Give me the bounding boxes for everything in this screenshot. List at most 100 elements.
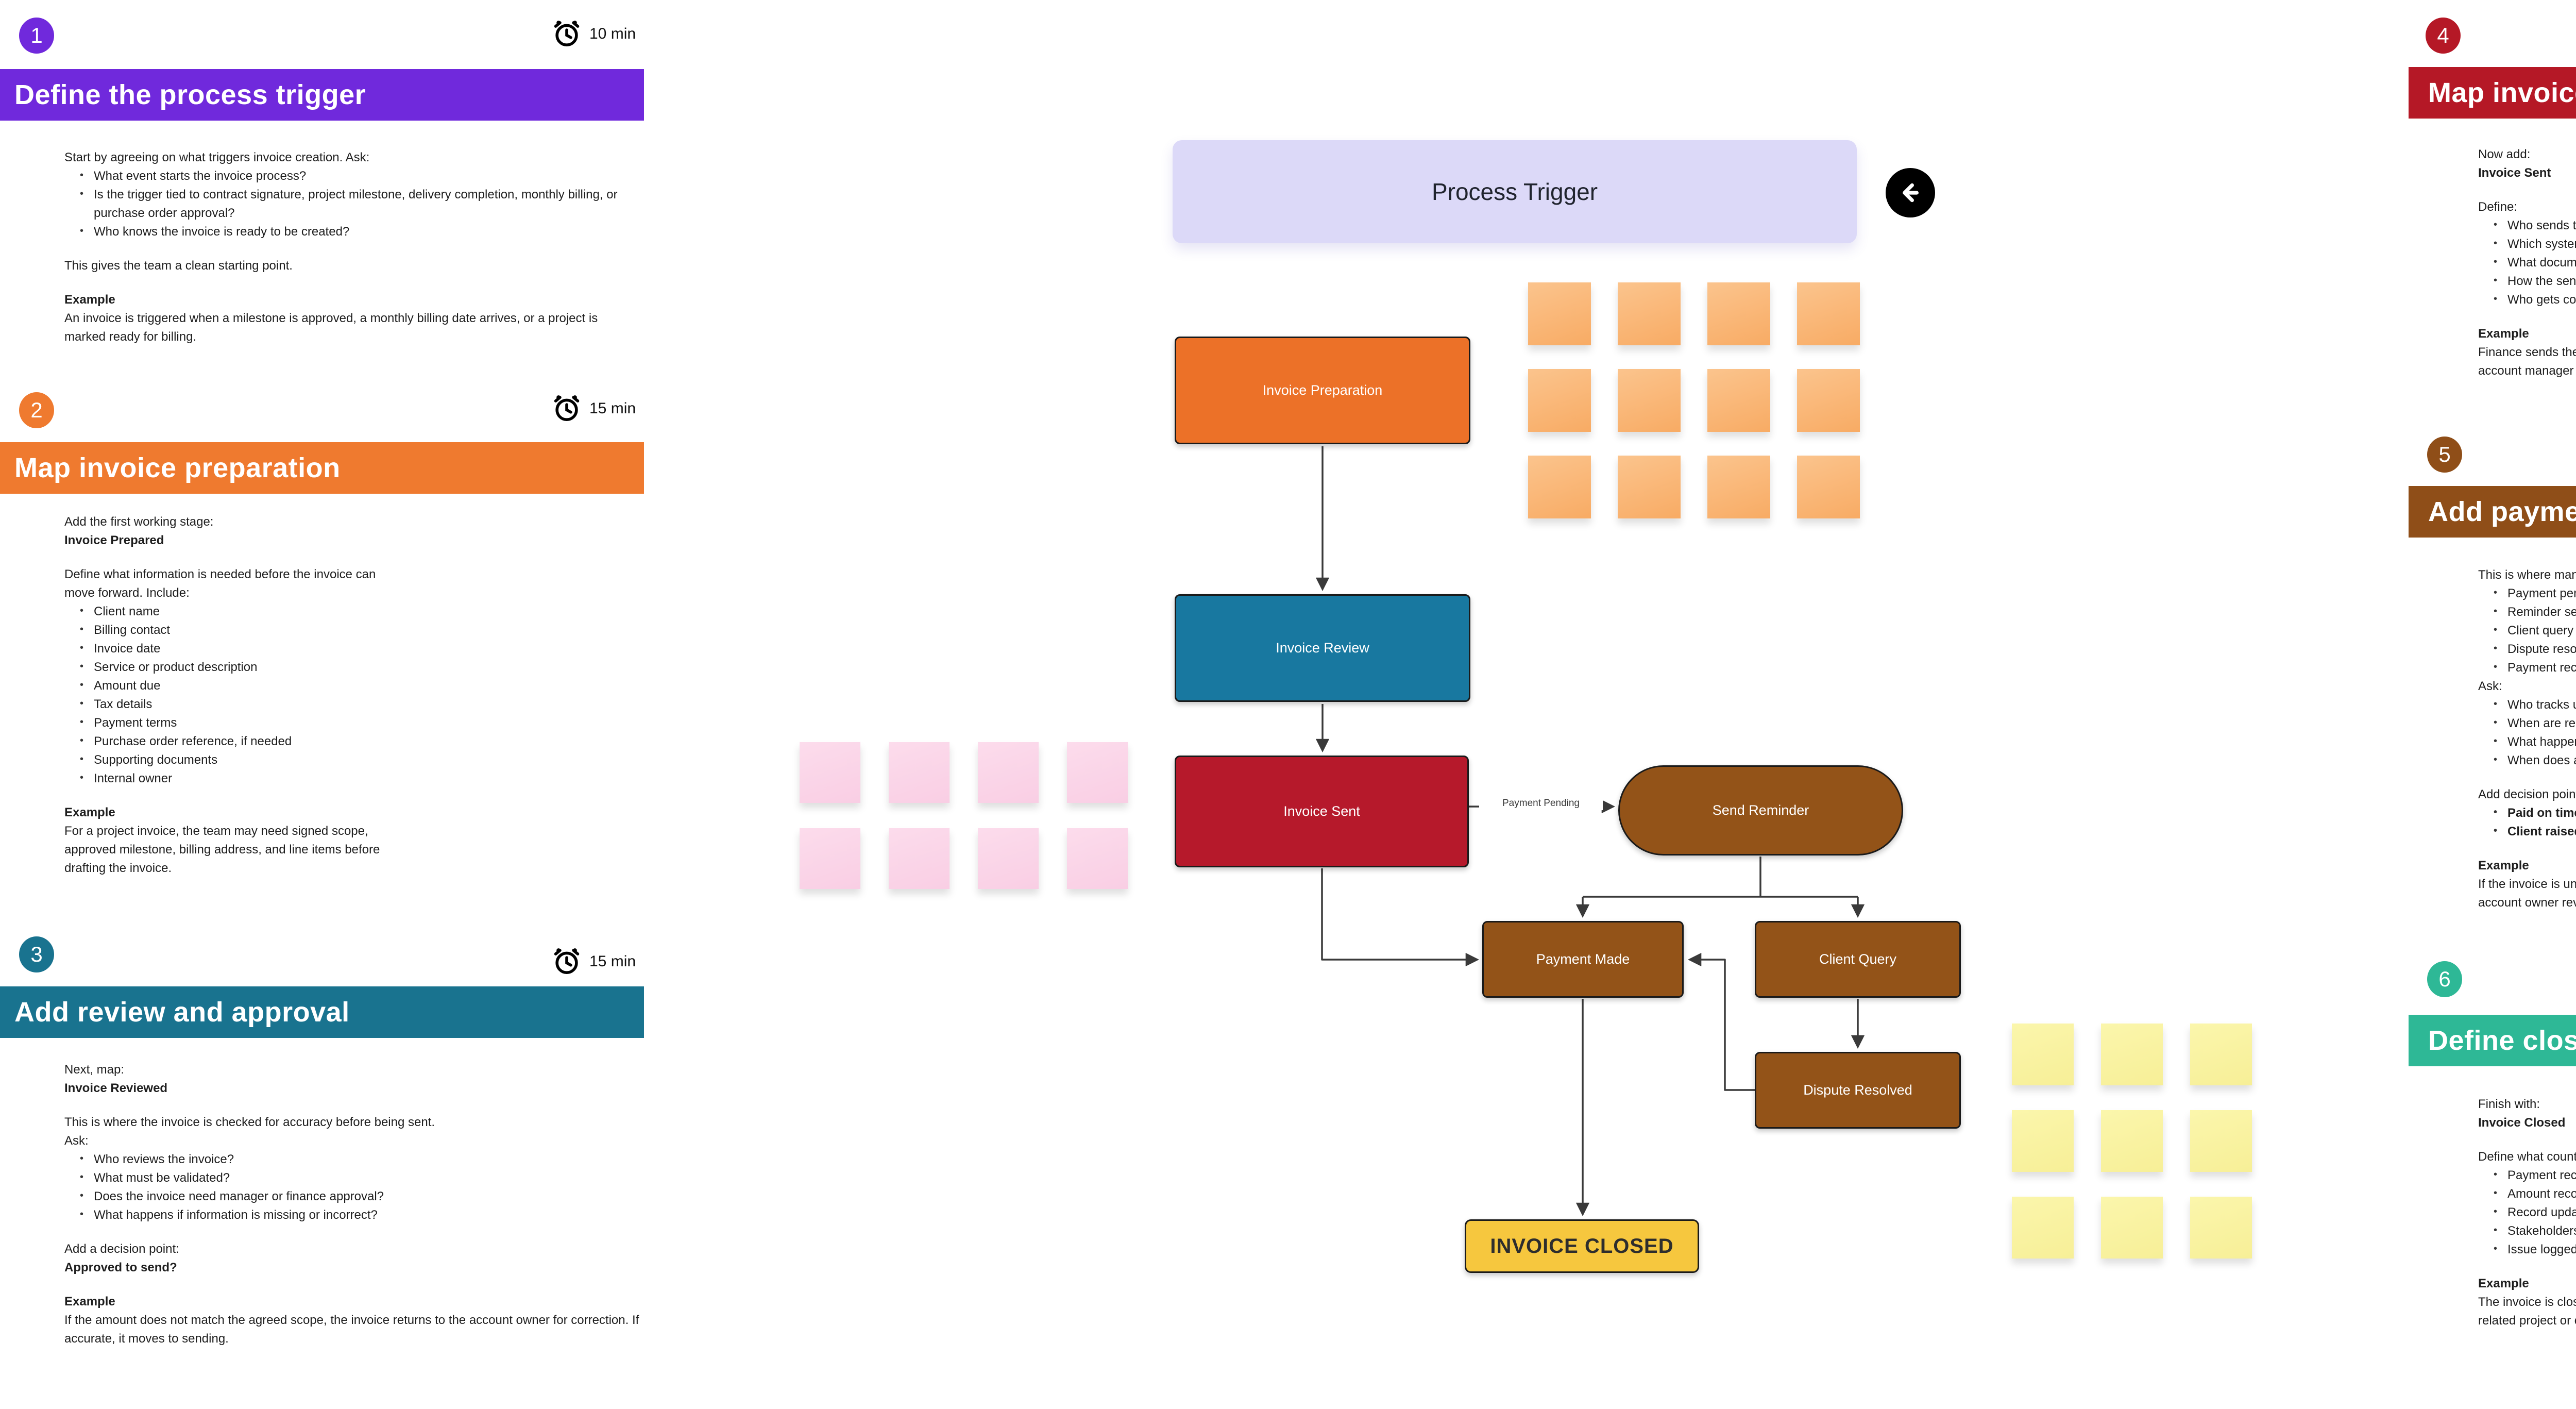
bullet-dot: • — [2494, 698, 2498, 710]
sticky-note[interactable] — [2012, 1110, 2074, 1172]
sticky-note[interactable] — [1067, 828, 1128, 889]
sticky-note[interactable] — [2012, 1024, 2074, 1085]
node-client-query[interactable]: Client Query — [1755, 921, 1961, 998]
node-send-reminder[interactable]: Send Reminder — [1618, 765, 1903, 856]
node-invoice-closed[interactable]: INVOICE CLOSED — [1465, 1219, 1699, 1273]
sticky-note[interactable] — [1707, 456, 1770, 518]
node-process-trigger[interactable]: Process Trigger — [1173, 140, 1857, 243]
bullet-dot: • — [80, 1171, 84, 1183]
sticky-note[interactable] — [1528, 369, 1591, 432]
sticky-note[interactable] — [1797, 282, 1860, 345]
sticky-note[interactable] — [800, 828, 860, 889]
bullet-item: •Client query raised — [2478, 622, 2576, 640]
bullet-text: Supporting documents — [94, 753, 218, 767]
sticky-note[interactable] — [1618, 456, 1681, 518]
bullet-text: Payment received — [2507, 661, 2576, 675]
step-title: Add payment tracking and follow-up — [2428, 496, 2576, 527]
sticky-note[interactable] — [2190, 1110, 2252, 1172]
bullet-item: •Amount reconciled — [2478, 1185, 2576, 1203]
step-2-badge: 2 — [19, 392, 54, 428]
sticky-note[interactable] — [2101, 1110, 2163, 1172]
bullet-text: How the send date is recorded — [2507, 274, 2576, 288]
node-label: Dispute Resolved — [1803, 1082, 1912, 1098]
bullet-dot: • — [2494, 624, 2498, 635]
bullet-dot: • — [80, 1190, 84, 1201]
step-duration: 15 min — [589, 953, 636, 970]
step-title: Map invoice preparation — [14, 452, 341, 483]
sticky-note[interactable] — [889, 828, 950, 889]
node-invoice-sent[interactable]: Invoice Sent — [1175, 756, 1469, 867]
step-1-badge: 1 — [19, 18, 54, 54]
step-4-title-bar: Map invoice sending — [2409, 67, 2576, 119]
instruction-text: Finish with: — [2478, 1097, 2540, 1111]
spacer — [2478, 309, 2576, 325]
bullet-item: •Client name — [64, 602, 384, 621]
instruction-text: Next, map: — [64, 1063, 125, 1077]
bullet-item: •How the send date is recorded — [2478, 272, 2576, 291]
sticky-note[interactable] — [1528, 456, 1591, 518]
sticky-note[interactable] — [1707, 369, 1770, 432]
yellow-sticky-group — [2012, 1024, 2252, 1259]
step-number: 3 — [30, 942, 43, 966]
step-duration: 15 min — [589, 400, 636, 417]
sticky-note[interactable] — [1707, 282, 1770, 345]
bullet-item: •Issue logged if there was a delay or di… — [2478, 1240, 2576, 1259]
step-duration: 10 min — [589, 25, 636, 42]
sticky-note[interactable] — [978, 828, 1039, 889]
bullet-text: Dispute resolved — [2507, 642, 2576, 656]
back-button[interactable] — [1886, 168, 1935, 217]
node-dispute-resolved[interactable]: Dispute Resolved — [1755, 1052, 1961, 1129]
instruction-text: Define what counts as complete. I usuall… — [2478, 1150, 2576, 1164]
node-invoice-review[interactable]: Invoice Review — [1175, 594, 1470, 702]
sticky-note[interactable] — [889, 742, 950, 803]
instruction-heading: Invoice Prepared — [64, 533, 164, 547]
instruction-heading: Example — [64, 1295, 115, 1309]
instruction-heading: Approved to send? — [64, 1261, 177, 1274]
sticky-note[interactable] — [1618, 282, 1681, 345]
bullet-dot: • — [80, 1209, 84, 1220]
bullet-text: Payment terms — [94, 716, 177, 730]
node-invoice-preparation[interactable]: Invoice Preparation — [1175, 337, 1470, 444]
sticky-note[interactable] — [2190, 1197, 2252, 1259]
instruction-text: Define: — [2478, 200, 2518, 214]
sticky-note[interactable] — [800, 742, 860, 803]
sticky-note[interactable] — [2190, 1024, 2252, 1085]
sticky-note[interactable] — [1618, 369, 1681, 432]
sticky-note[interactable] — [1797, 369, 1860, 432]
bullet-item: •Who knows the invoice is ready to be cr… — [64, 223, 639, 241]
instruction-heading: Invoice Reviewed — [64, 1081, 168, 1095]
sticky-note[interactable] — [1067, 742, 1128, 803]
bullet-text: Is the trigger tied to contract signatur… — [94, 188, 618, 220]
sticky-note[interactable] — [2101, 1024, 2163, 1085]
bullet-text: Client raised a question or dispute? — [2507, 825, 2576, 838]
sticky-note[interactable] — [1528, 282, 1591, 345]
instruction-text: The invoice is closed only when payment … — [2478, 1295, 2576, 1328]
step-2-title-bar: Map invoice preparation — [0, 442, 644, 494]
alarm-clock-icon — [554, 948, 580, 975]
sticky-note[interactable] — [2012, 1197, 2074, 1259]
bullet-dot: • — [80, 661, 84, 672]
bullet-text: Which system or email is used — [2507, 237, 2576, 251]
sticky-note[interactable] — [2101, 1197, 2163, 1259]
spacer — [2478, 770, 2576, 785]
bullet-text: What event starts the invoice process? — [94, 169, 307, 183]
bullet-text: Amount reconciled — [2507, 1187, 2576, 1201]
node-label: Client Query — [1819, 951, 1897, 967]
bullet-dot: • — [2494, 1243, 2498, 1254]
instruction-text: Now add: — [2478, 147, 2531, 161]
step-2-instructions: Add the first working stage:Invoice Prep… — [64, 513, 384, 878]
bullet-dot: • — [80, 735, 84, 746]
bullet-item: •Stakeholders notified — [2478, 1222, 2576, 1240]
bullet-dot: • — [2494, 825, 2498, 836]
bullet-text: Who knows the invoice is ready to be cre… — [94, 225, 350, 239]
connector-dispute-to-payment-made — [1688, 952, 1755, 1091]
node-payment-made[interactable]: Payment Made — [1482, 921, 1684, 998]
sticky-note[interactable] — [1797, 456, 1860, 518]
bullet-dot: • — [80, 188, 84, 199]
instruction-text: Define what information is needed before… — [64, 567, 376, 600]
instruction-text: An invoice is triggered when a milestone… — [64, 311, 598, 344]
bullet-item: •Which system or email is used — [2478, 235, 2576, 254]
bullet-text: Does the invoice need manager or finance… — [94, 1189, 384, 1203]
bullet-dot: • — [2494, 1169, 2498, 1180]
sticky-note[interactable] — [978, 742, 1039, 803]
